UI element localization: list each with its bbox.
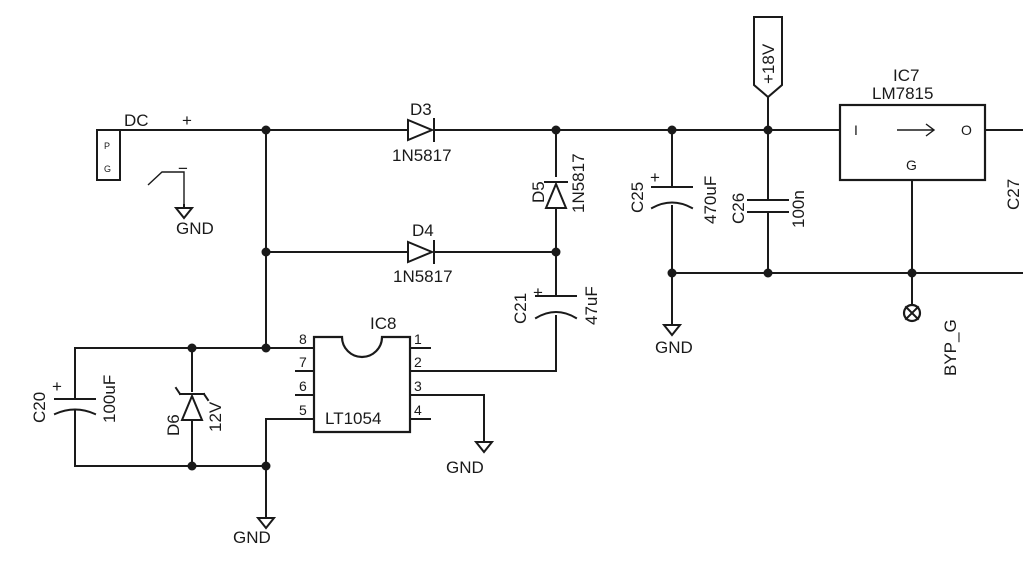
d5-value: 1N5817 (569, 153, 588, 213)
test-point-byp-g: BYP_G (902, 303, 960, 376)
ic7-value: LM7815 (872, 84, 933, 103)
d6-symbol (180, 393, 204, 421)
capacitor-c26: C26 100n (729, 190, 808, 228)
ic7-body (838, 103, 987, 182)
capacitor-c25: + C25 470uF (628, 168, 720, 224)
ic8-pin-4: 4 (414, 402, 422, 418)
ground-icon (255, 517, 277, 530)
ground-icon (473, 441, 495, 454)
d4-value: 1N5817 (393, 267, 453, 286)
c20-ref: C20 (30, 392, 49, 423)
c21-ref: C21 (511, 293, 530, 324)
diode-d5: D5 1N5817 (529, 153, 588, 213)
ic8-pin-1: 1 (414, 331, 422, 347)
d5-symbol (544, 181, 568, 209)
d3-symbol (407, 118, 435, 142)
c21-value: 47uF (582, 286, 601, 325)
connector-pin-g: G (104, 164, 111, 174)
c25-value: 470uF (701, 176, 720, 224)
gnd-symbol-c25: GND (655, 324, 693, 357)
diode-d3: D3 1N5817 (392, 100, 452, 165)
arrow-right-icon (897, 123, 936, 137)
ic8-value: LT1054 (325, 409, 381, 428)
c20-value: 100uF (100, 375, 119, 423)
converter-ic8: IC8 LT1054 1 2 3 4 5 6 7 8 (299, 314, 422, 434)
ic8-body (312, 335, 412, 434)
ic8-pin-5: 5 (299, 402, 307, 418)
c26-ref: C26 (729, 193, 748, 224)
power-flag-18v: +18V (753, 16, 783, 99)
power-flag-label: +18V (759, 43, 778, 84)
c26-value: 100n (789, 190, 808, 228)
ic7-pin-gnd: G (906, 157, 917, 173)
d3-value: 1N5817 (392, 146, 452, 165)
ic7-ref: IC7 (893, 66, 919, 85)
d4-ref: D4 (412, 221, 434, 240)
zener-d6: D6 12V (164, 386, 225, 436)
ic7-pin-in: I (854, 122, 858, 138)
regulator-ic7: IC7 LM7815 I O G (838, 66, 987, 182)
connector-ref: DC (124, 111, 149, 130)
c25-plus: + (650, 168, 660, 187)
gnd-symbol-main: GND (233, 517, 277, 547)
dc-connector: P G DC + − (96, 111, 192, 181)
connector-body (96, 129, 121, 181)
c27-ref: C27 (1004, 179, 1023, 210)
ic8-ref: IC8 (370, 314, 396, 333)
gnd-label: GND (446, 458, 484, 477)
c20-plus: + (52, 377, 62, 396)
ground-icon (173, 207, 195, 220)
gnd-symbol-ic8-pin3: GND (446, 441, 495, 477)
ic8-pin-8: 8 (299, 331, 307, 347)
junctions (187, 125, 917, 471)
gnd-symbol-connector: GND (173, 204, 214, 238)
ic8-pin-7: 7 (299, 354, 307, 370)
d4-symbol (407, 240, 435, 264)
capacitor-c20: + C20 100uF (30, 375, 119, 423)
connector-minus: − (178, 159, 188, 178)
c25-ref: C25 (628, 182, 647, 213)
gnd-label: GND (176, 219, 214, 238)
byp-label: BYP_G (941, 319, 960, 376)
ic7-pin-out: O (961, 122, 972, 138)
diode-d4: D4 1N5817 (393, 221, 453, 286)
connector-pin-p: P (104, 141, 110, 151)
ic8-pin-6: 6 (299, 378, 307, 394)
d5-ref: D5 (529, 181, 548, 203)
d6-ref: D6 (164, 414, 183, 436)
gnd-label: GND (233, 528, 271, 547)
gnd-label: GND (655, 338, 693, 357)
capacitor-c21: + C21 47uF (511, 283, 601, 325)
d6-value: 12V (206, 401, 225, 432)
ic8-pin-3: 3 (414, 378, 422, 394)
c21-plus: + (533, 283, 543, 302)
ic8-pin-2: 2 (414, 354, 422, 370)
ground-icon (661, 324, 683, 337)
connector-plus: + (182, 111, 192, 130)
d3-ref: D3 (410, 100, 432, 119)
